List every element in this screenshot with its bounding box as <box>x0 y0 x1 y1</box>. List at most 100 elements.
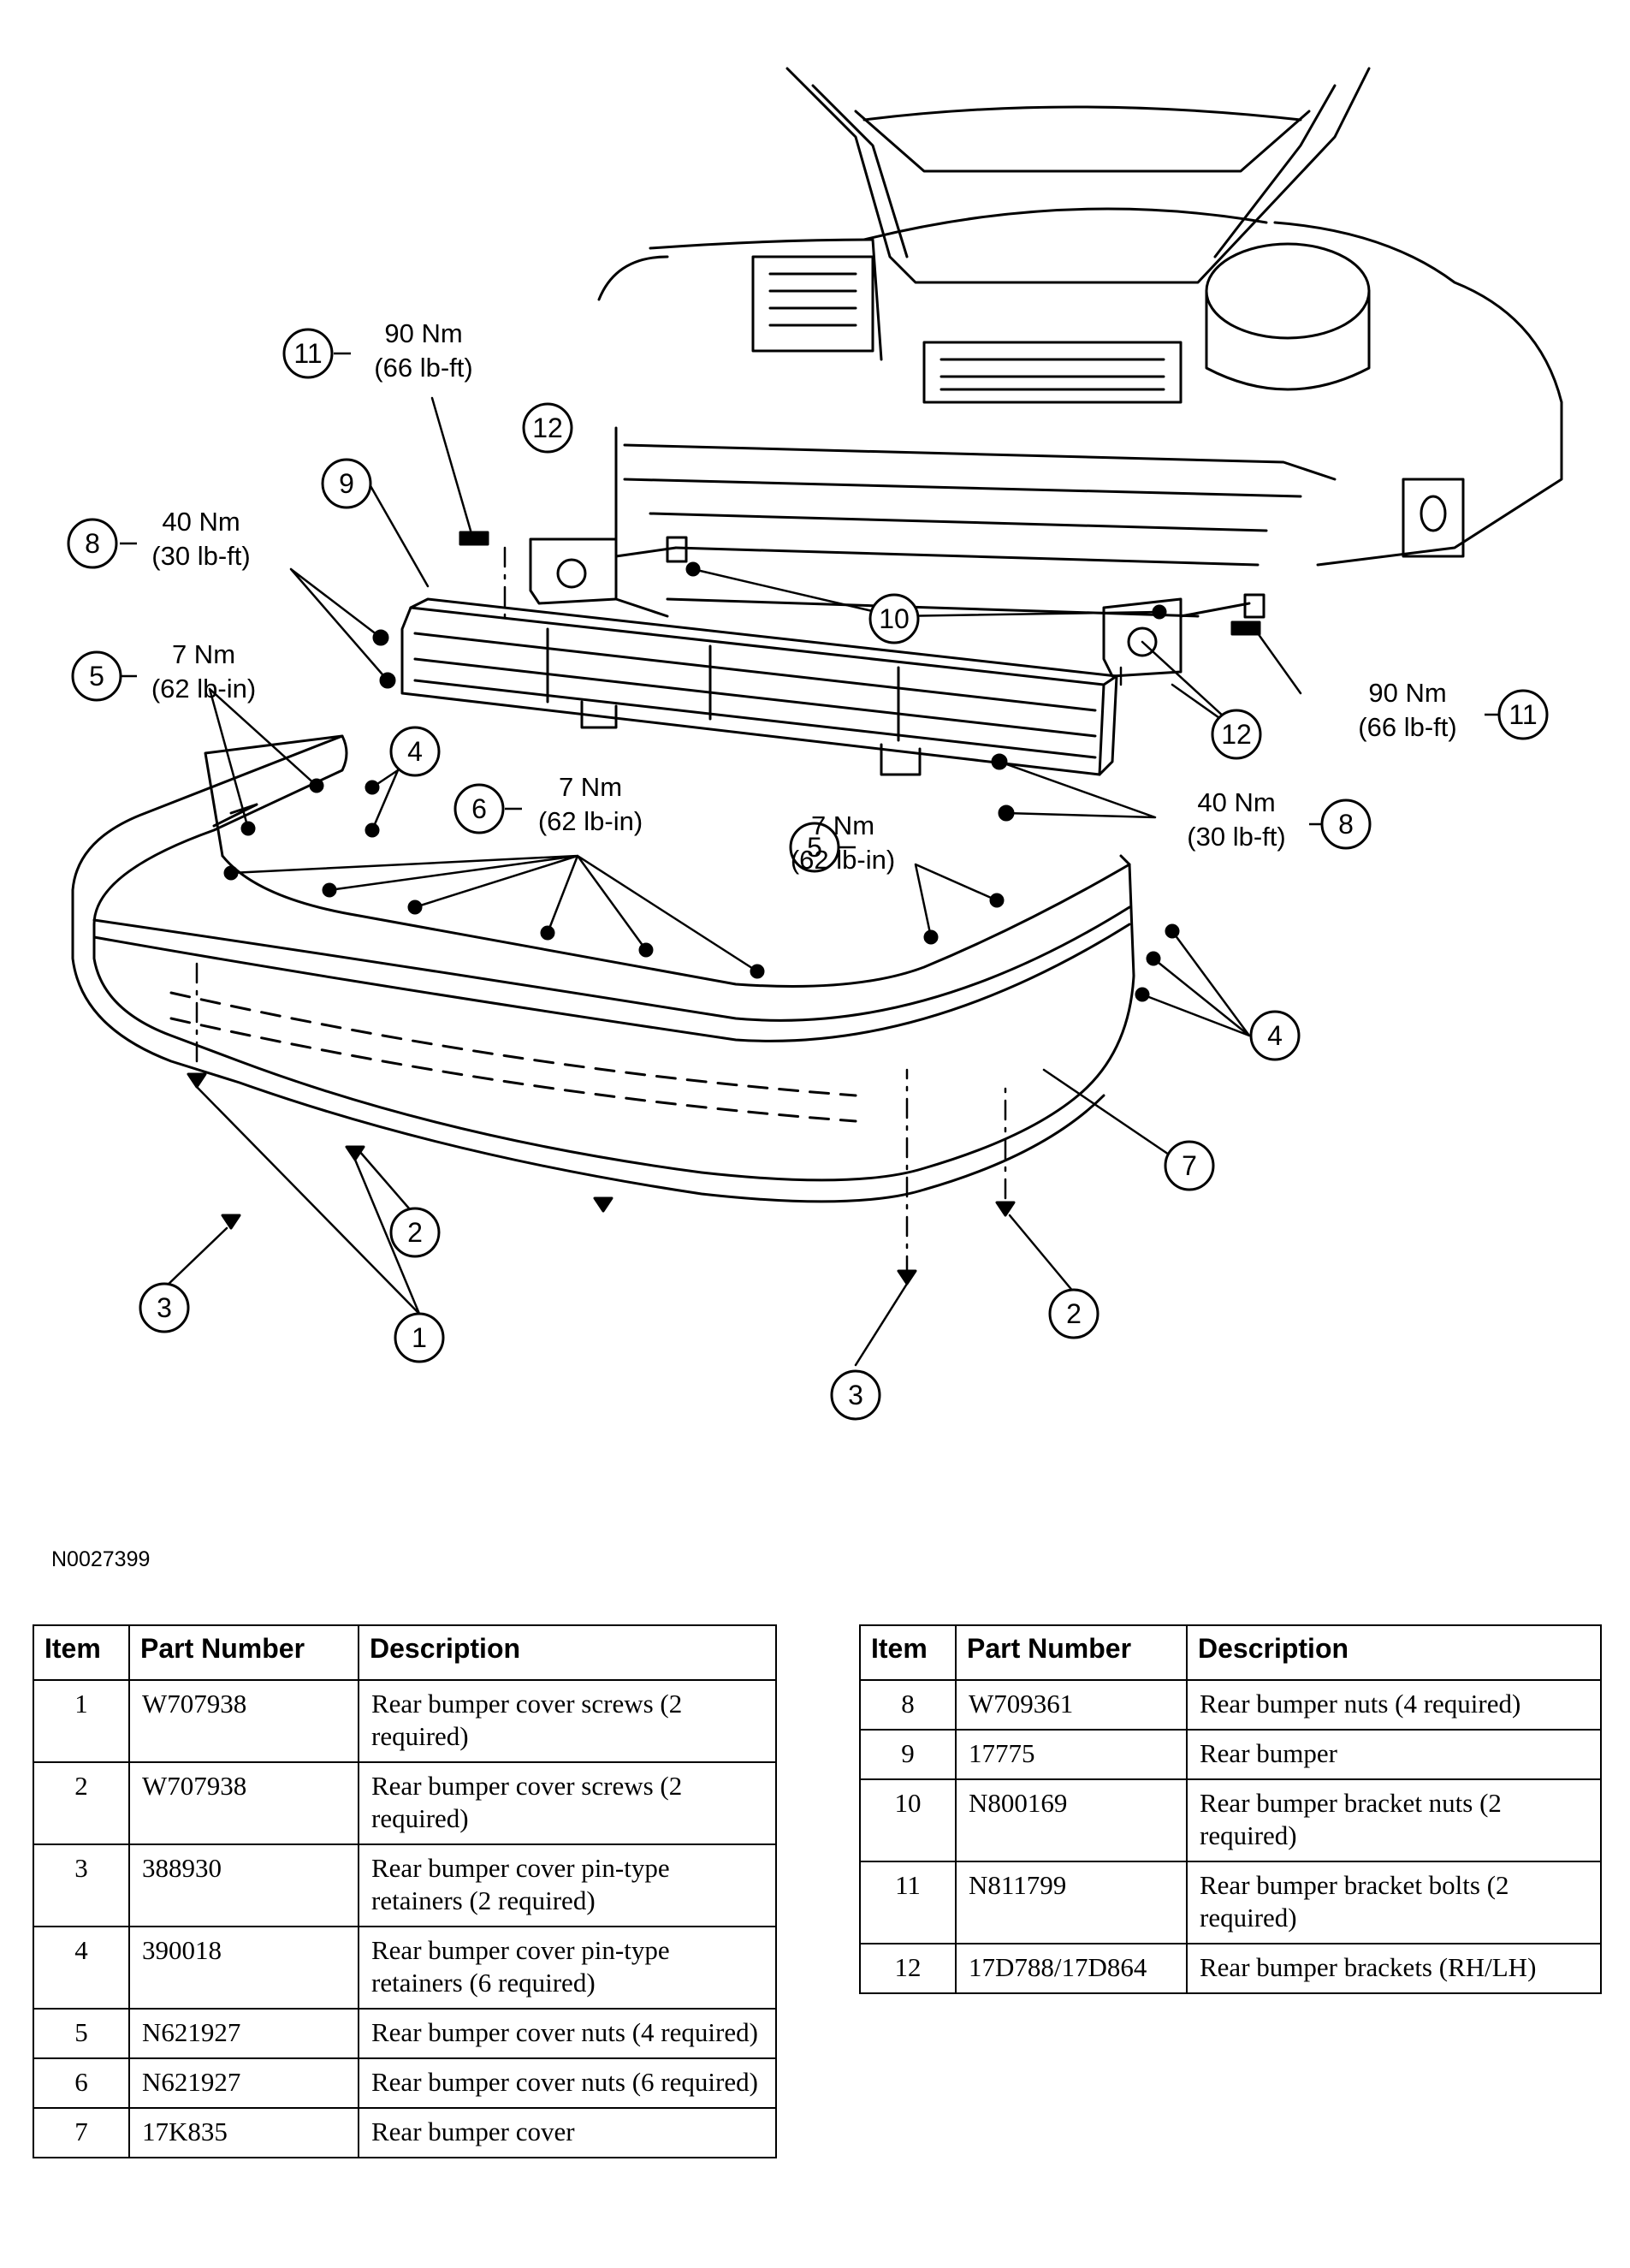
table-header-row: Item Part Number Description <box>33 1624 777 1681</box>
part-description: Rear bumper cover pin-type retainers (6 … <box>358 1926 777 2010</box>
callout-3: 3 <box>157 1292 172 1323</box>
callout-12: 12 <box>1221 719 1252 750</box>
callout-4: 4 <box>407 736 423 767</box>
figure-id: N0027399 <box>51 1547 151 1571</box>
rear-bumper-bracket-left <box>529 536 688 605</box>
torque-value-imperial: (66 lb-ft) <box>1358 712 1456 742</box>
part-number: 388930 <box>128 1843 359 1927</box>
part-description: Rear bumper cover pin-type retainers (2 … <box>358 1843 777 1927</box>
part-number: N811799 <box>955 1861 1188 1944</box>
exploded-view-diagram: 1 2 2 3 3 4 4 5 5 6 7 8 8 9 10 11 11 12 … <box>67 67 1563 1421</box>
callout-2: 2 <box>1066 1298 1082 1329</box>
part-description: Rear bumper cover screws (2 required) <box>358 1679 777 1763</box>
torque-value: 7 Nm <box>172 639 235 669</box>
table-header-row: Item Part Number Description <box>859 1624 1602 1681</box>
item-number: 11 <box>859 1861 957 1944</box>
part-number: 17775 <box>955 1729 1188 1780</box>
rear-bumper-bar <box>400 597 1118 776</box>
torque-value: 7 Nm <box>811 810 874 840</box>
fasteners <box>187 531 1261 1285</box>
callout-5: 5 <box>807 832 822 863</box>
vehicle-rear-body <box>597 67 1563 618</box>
part-description: Rear bumper bracket bolts (2 required) <box>1186 1861 1602 1944</box>
part-description: Rear bumper brackets (RH/LH) <box>1186 1943 1602 1994</box>
part-number: W709361 <box>955 1679 1188 1731</box>
item-number: 10 <box>859 1778 957 1862</box>
rear-bumper-bracket-right <box>1102 593 1265 678</box>
item-number: 3 <box>33 1843 130 1927</box>
callout-9: 9 <box>339 468 354 499</box>
item-number: 12 <box>859 1943 957 1994</box>
part-number: W707938 <box>128 1761 359 1845</box>
callout-6: 6 <box>471 793 487 824</box>
part-number: N800169 <box>955 1778 1188 1862</box>
torque-value-imperial: (30 lb-ft) <box>151 541 250 571</box>
callout-8: 8 <box>1338 809 1354 840</box>
part-description: Rear bumper <box>1186 1729 1602 1780</box>
item-number: 2 <box>33 1761 130 1845</box>
callout-5: 5 <box>89 661 104 692</box>
item-number: 8 <box>859 1679 957 1731</box>
torque-value-imperial: (62 lb-in) <box>791 845 895 875</box>
torque-value-imperial: (30 lb-ft) <box>1187 822 1285 852</box>
part-description: Rear bumper cover nuts (4 required) <box>358 2008 777 2059</box>
torque-value: 40 Nm <box>162 507 240 537</box>
torque-value-imperial: (62 lb-in) <box>151 674 256 704</box>
callout-2: 2 <box>407 1217 423 1248</box>
callout-11: 11 <box>293 338 322 369</box>
part-number: 390018 <box>128 1926 359 2010</box>
column-header-description: Description <box>358 1624 777 1681</box>
callout-7: 7 <box>1182 1150 1197 1181</box>
rear-bumper-cover <box>71 734 1135 1203</box>
part-number: W707938 <box>128 1679 359 1763</box>
torque-value: 7 Nm <box>559 772 622 802</box>
column-header-item: Item <box>33 1624 130 1681</box>
callout-11: 11 <box>1508 699 1537 730</box>
part-description: Rear bumper cover nuts (6 required) <box>358 2057 777 2109</box>
part-description: Rear bumper bracket nuts (2 required) <box>1186 1778 1602 1862</box>
callout-12: 12 <box>532 413 563 443</box>
callout-10: 10 <box>879 603 910 634</box>
part-description: Rear bumper cover screws (2 required) <box>358 1761 777 1845</box>
callout-3: 3 <box>848 1380 863 1410</box>
part-description: Rear bumper nuts (4 required) <box>1186 1679 1602 1731</box>
leader-lines <box>163 396 1302 1367</box>
part-number: 17K835 <box>128 2107 359 2158</box>
item-number: 9 <box>859 1729 957 1780</box>
column-header-item: Item <box>859 1624 957 1681</box>
torque-value: 40 Nm <box>1197 787 1275 817</box>
column-header-part-number: Part Number <box>955 1624 1188 1681</box>
item-number: 7 <box>33 2107 130 2158</box>
part-number: N621927 <box>128 2057 359 2109</box>
callout-1: 1 <box>412 1322 427 1353</box>
column-header-description: Description <box>1186 1624 1602 1681</box>
torque-value: 90 Nm <box>1368 678 1446 708</box>
part-number: 17D788/17D864 <box>955 1943 1188 1994</box>
item-number: 4 <box>33 1926 130 2010</box>
torque-value-imperial: (66 lb-ft) <box>374 353 472 383</box>
item-number: 6 <box>33 2057 130 2109</box>
item-number: 1 <box>33 1679 130 1763</box>
part-number: N621927 <box>128 2008 359 2059</box>
callout-8: 8 <box>85 528 100 559</box>
item-number: 5 <box>33 2008 130 2059</box>
torque-value: 90 Nm <box>384 318 462 348</box>
part-description: Rear bumper cover <box>358 2107 777 2158</box>
column-header-part-number: Part Number <box>128 1624 359 1681</box>
torque-value-imperial: (62 lb-in) <box>538 806 643 836</box>
callout-4: 4 <box>1267 1020 1283 1051</box>
